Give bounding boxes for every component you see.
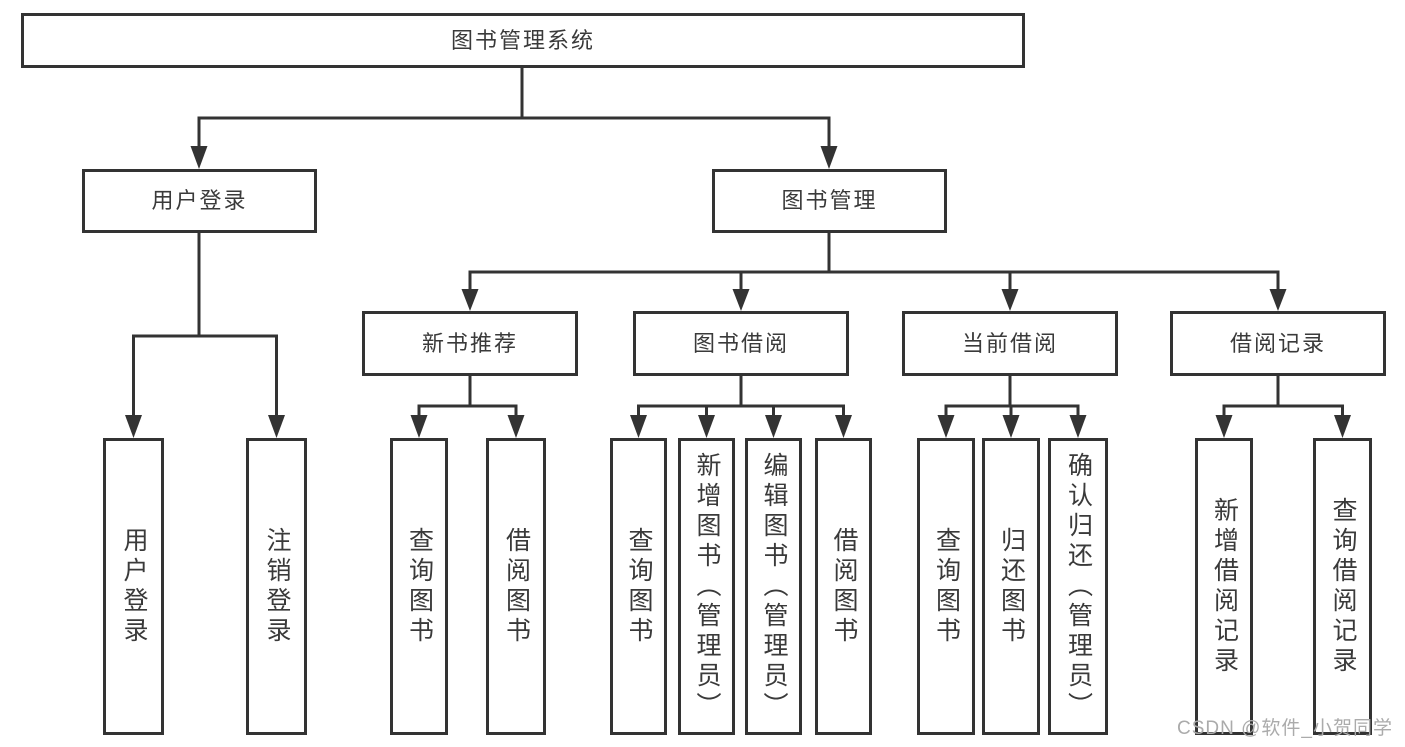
- node-label: 新书推荐: [421, 330, 518, 356]
- leaf-label: 查询借阅记录: [1329, 496, 1357, 677]
- node-label: 图书管理: [781, 188, 878, 213]
- leaf-label: 编辑图书（管理员）: [760, 451, 788, 722]
- node-borrowing-records: 借阅记录: [1170, 311, 1386, 376]
- node-label: 借阅记录: [1229, 330, 1326, 356]
- leaf-label: 新增图书（管理员）: [693, 451, 721, 722]
- leaf-borrow-books: 借阅图书: [486, 438, 546, 735]
- watermark: CSDN @软件_小贺同学: [1177, 718, 1393, 739]
- node-library-management-system: 图书管理系统: [21, 13, 1025, 68]
- leaf-label: 查询图书: [625, 526, 653, 647]
- leaf-query-books: 查询图书: [390, 438, 448, 735]
- node-book-management: 图书管理: [712, 169, 947, 233]
- leaf-label: 查询图书: [405, 526, 434, 647]
- leaf-label: 借阅图书: [502, 526, 531, 647]
- leaf-user-login: 用户登录: [103, 438, 164, 735]
- node-new-book-recommendation: 新书推荐: [362, 311, 578, 376]
- node-label: 图书借阅: [692, 330, 789, 356]
- leaf-edit-books-admin: 编辑图书（管理员）: [745, 438, 802, 735]
- node-current-borrowing: 当前借阅: [902, 311, 1118, 376]
- leaf-query-books: 查询图书: [610, 438, 667, 735]
- leaf-query-books: 查询图书: [917, 438, 975, 735]
- leaf-logout: 注销登录: [246, 438, 307, 735]
- leaf-add-books-admin: 新增图书（管理员）: [678, 438, 735, 735]
- leaf-label: 归还图书: [997, 526, 1026, 647]
- leaf-return-books: 归还图书: [982, 438, 1040, 735]
- leaf-label: 查询图书: [932, 526, 961, 647]
- leaf-label: 注销登录: [263, 526, 291, 647]
- leaf-label: 用户登录: [120, 526, 148, 647]
- leaf-label: 新增借阅记录: [1210, 496, 1239, 677]
- node-book-borrowing: 图书借阅: [633, 311, 849, 376]
- leaf-label: 借阅图书: [830, 526, 858, 647]
- leaf-add-borrow-record: 新增借阅记录: [1195, 438, 1253, 735]
- node-user-login: 用户登录: [82, 169, 317, 233]
- leaf-query-borrow-record: 查询借阅记录: [1313, 438, 1372, 735]
- node-label: 用户登录: [151, 188, 248, 213]
- node-label: 当前借阅: [961, 330, 1058, 356]
- node-label: 图书管理系统: [450, 27, 595, 53]
- leaf-borrow-books: 借阅图书: [815, 438, 872, 735]
- leaf-label: 确认归还（管理员）: [1064, 451, 1093, 722]
- leaf-confirm-return-admin: 确认归还（管理员）: [1048, 438, 1108, 735]
